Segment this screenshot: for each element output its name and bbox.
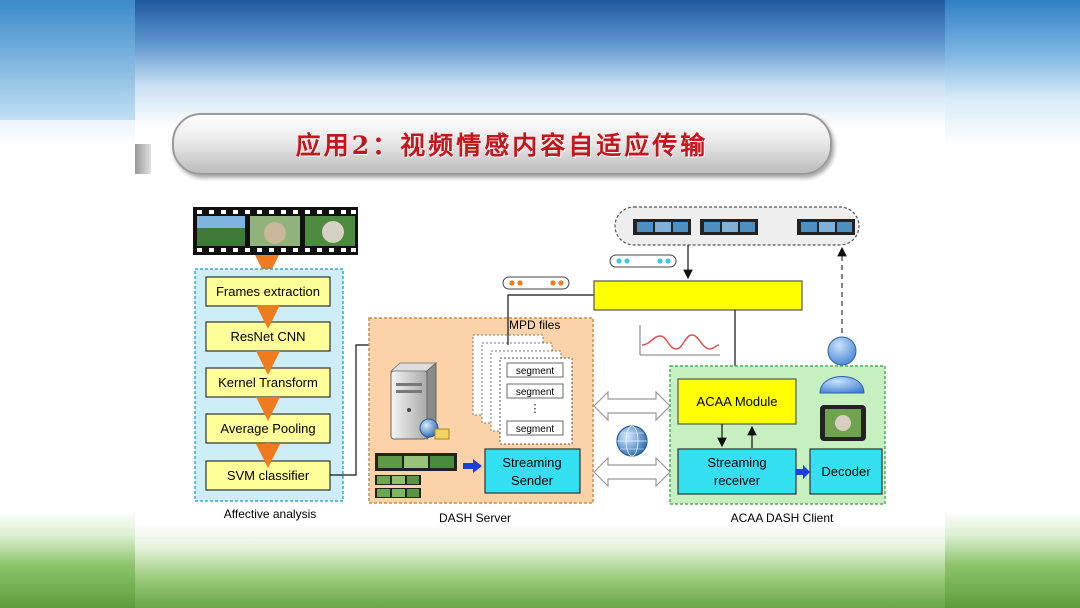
mpd-file-stack: segment segment ⋮ segment — [472, 334, 573, 445]
mpd-files-label: MPD files — [509, 318, 560, 332]
history-clip-3 — [797, 219, 855, 235]
step-frames-extraction: Frames extraction — [216, 284, 320, 299]
token-chain-right — [609, 254, 677, 268]
film-strip — [193, 207, 358, 255]
dash-server-caption: DASH Server — [439, 511, 511, 525]
relevancy-measure-box — [593, 280, 803, 311]
acaa-module-label: ACAA Module — [697, 394, 778, 409]
segment-1: segment — [516, 366, 555, 377]
streaming-receiver-line1: Streaming — [707, 455, 766, 470]
step-average-pooling: Average Pooling — [220, 421, 315, 436]
segment-ellipsis: ⋮ — [530, 403, 541, 415]
step-svm-classifier: SVM classifier — [227, 468, 310, 483]
affective-streaming-diagram: Frames extraction ResNet CNN Kernel Tran… — [193, 206, 886, 525]
receiver-to-decoder-arrow — [796, 465, 810, 479]
title-banner: 应用2：视频情感内容自适应传输 — [172, 113, 832, 175]
globe-folder-icon — [419, 418, 450, 440]
decoder-label: Decoder — [821, 464, 871, 479]
user-avatar-icon — [819, 336, 865, 394]
relevancy-curve-icon — [639, 325, 720, 356]
history-clip-2 — [700, 219, 758, 235]
streaming-sender-box — [484, 448, 581, 494]
history-clip-1 — [633, 219, 691, 235]
video-thumbnails — [375, 453, 457, 498]
segment-3: segment — [516, 424, 555, 435]
decoder-box — [809, 448, 883, 495]
acaa-client-caption: ACAA DASH Client — [731, 511, 834, 525]
slide-title: 应用2：视频情感内容自适应传输 — [295, 131, 709, 160]
relevancy-to-mpd-line — [507, 294, 594, 345]
pipeline-steps: Frames extraction ResNet CNN Kernel Tran… — [205, 276, 331, 491]
segment-2: segment — [516, 387, 555, 398]
server-to-sender-arrow — [463, 459, 482, 473]
decorative-tab — [135, 144, 151, 174]
streaming-sender-line2: Sender — [511, 473, 554, 488]
token-chain-left — [502, 276, 570, 290]
affective-analysis-caption: Affective analysis — [224, 507, 317, 521]
streaming-sender-line1: Streaming — [502, 455, 561, 470]
acaa-module-box — [677, 378, 797, 425]
http-arrow-bottom — [593, 456, 671, 488]
globe-network-icon — [616, 425, 648, 457]
smartphone-icon — [820, 405, 866, 441]
streaming-receiver-box — [677, 448, 797, 495]
step-resnet-cnn: ResNet CNN — [230, 329, 305, 344]
http-arrow-top — [593, 390, 671, 422]
streaming-receiver-line2: receiver — [714, 473, 761, 488]
step-kernel-transform: Kernel Transform — [218, 375, 318, 390]
